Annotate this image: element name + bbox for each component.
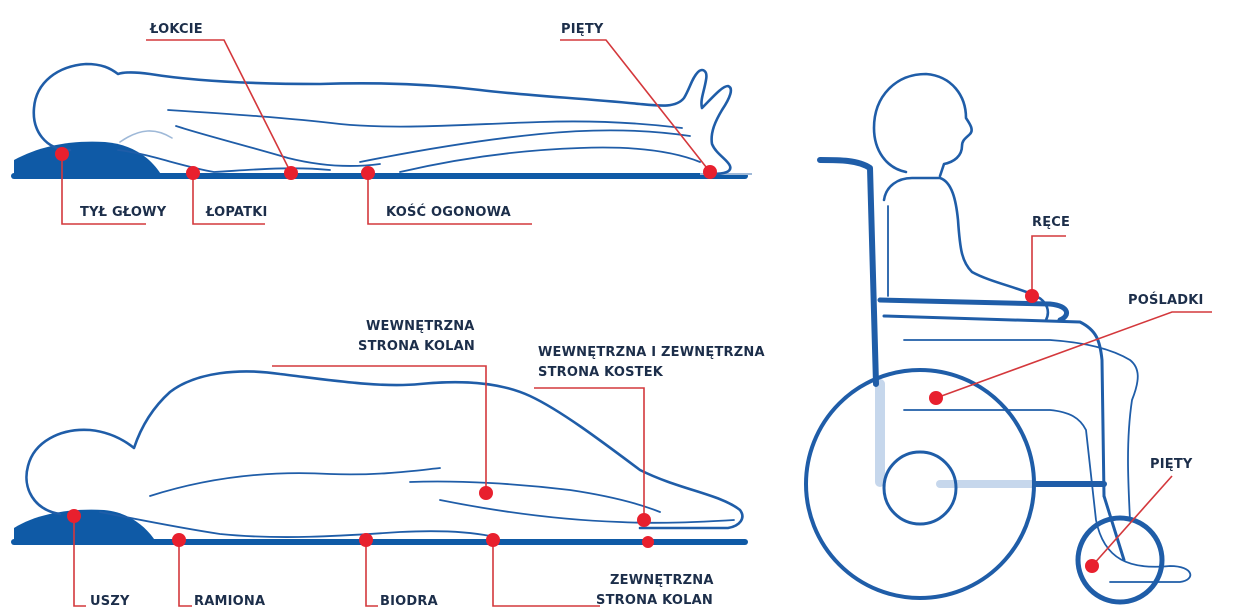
- label-heels-wheelchair: PIĘTY: [1150, 457, 1193, 472]
- supine-leg-lower: [400, 148, 700, 172]
- side-dot-ears: [67, 509, 81, 523]
- label-buttocks: POŚLADKI: [1128, 292, 1204, 308]
- supine-dot-back-of-head: [55, 147, 69, 161]
- label-elbows: ŁOKCIE: [149, 22, 203, 37]
- label-shoulders: RAMIONA: [194, 594, 265, 609]
- side-torso-contour: [100, 512, 490, 537]
- label-inner-knees-line2: STRONA KOLAN: [358, 339, 475, 354]
- label-shoulder-blades: ŁOPATKI: [205, 205, 268, 220]
- label-ears: USZY: [90, 594, 130, 609]
- wheelchair-dot-heels: [1085, 559, 1099, 573]
- side-leader-outer-knees: [493, 540, 600, 606]
- wheelchair-leader-hands: [1032, 236, 1066, 296]
- side-arm: [150, 468, 440, 496]
- label-outer-knees-line1: ZEWNĘTRZNA: [610, 573, 714, 588]
- supine-dot-elbows: [284, 166, 298, 180]
- side-dot-inner-knees: [479, 486, 493, 500]
- supine-arm: [168, 110, 682, 128]
- supine-dot-heels: [703, 165, 717, 179]
- side-body-outline: [26, 371, 742, 528]
- wheelchair-backrest: [820, 160, 876, 384]
- label-tailbone: KOŚĆ OGONOWA: [386, 204, 511, 220]
- side-dot-ankles: [637, 513, 651, 527]
- side-dot-outer-knees: [486, 533, 500, 547]
- supine-dot-shoulder-blades: [186, 166, 200, 180]
- label-hands: RĘCE: [1032, 215, 1070, 230]
- wheelchair-dot-buttocks: [929, 391, 943, 405]
- side-dot-shoulders: [172, 533, 186, 547]
- side-dot-ankles-lower: [642, 536, 654, 548]
- side-dot-hips: [359, 533, 373, 547]
- wheelchair-figure: RĘCE POŚLADKI PIĘTY: [806, 74, 1212, 602]
- label-ankles-line2: STRONA KOSTEK: [538, 365, 664, 380]
- label-heels-supine: PIĘTY: [561, 22, 604, 37]
- supine-dot-tailbone: [361, 166, 375, 180]
- supine-leg-upper: [360, 130, 690, 162]
- side-upper-leg: [410, 481, 660, 512]
- side-pillow: [14, 510, 156, 542]
- label-inner-knees-line1: WEWNĘTRZNA: [366, 319, 475, 334]
- side-leader-shoulders: [179, 540, 192, 606]
- label-outer-knees-line2: STRONA KOLAN: [596, 593, 713, 608]
- label-hips: BIODRA: [380, 594, 438, 609]
- label-ankles-line1: WEWNĘTRZNA I ZEWNĘTRZNA: [538, 345, 765, 360]
- wheelchair-person-shin: [904, 410, 1190, 582]
- wheelchair-armrest: [884, 316, 1104, 496]
- wheelchair-footrest: [1104, 496, 1124, 560]
- label-back-of-head: TYŁ GŁOWY: [80, 205, 167, 220]
- side-lying-figure: WEWNĘTRZNA STRONA KOLAN WEWNĘTRZNA I ZEW…: [14, 319, 765, 609]
- side-lower-leg: [440, 500, 734, 523]
- supine-leader-heels: [560, 40, 710, 172]
- supine-pillow: [14, 142, 162, 176]
- supine-figure: ŁOKCIE PIĘTY TYŁ GŁOWY ŁOPATKI KOŚĆ OGON…: [14, 22, 752, 224]
- wheelchair-dot-hands: [1025, 289, 1039, 303]
- side-leader-hips: [366, 540, 378, 606]
- wheelchair-person-head: [874, 74, 972, 176]
- supine-pillow-contour: [120, 131, 172, 142]
